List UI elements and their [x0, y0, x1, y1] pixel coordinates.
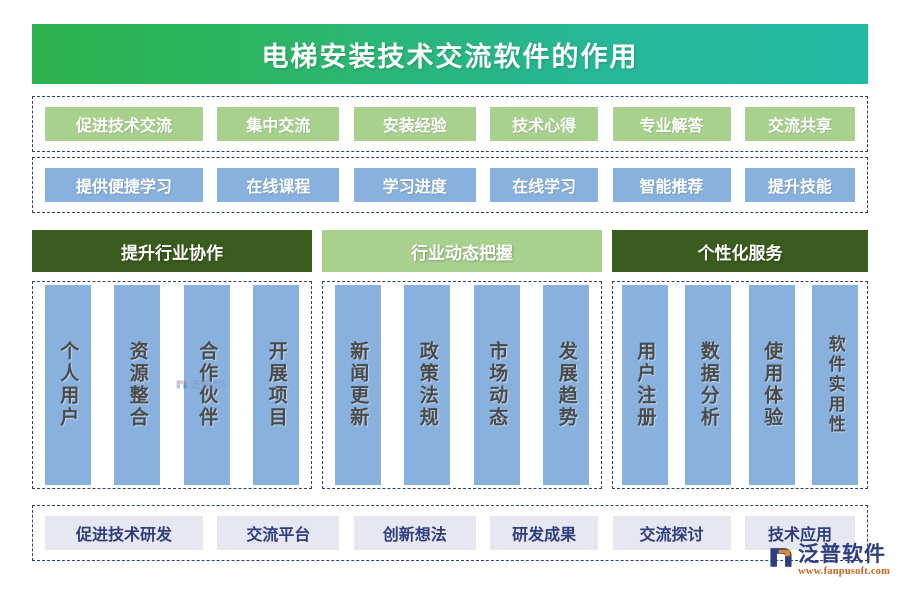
- pill-row2-1[interactable]: 提供便捷学习: [45, 168, 203, 202]
- pill-row1-1[interactable]: 促进技术交流: [45, 107, 203, 141]
- vcolumn-label: 个人用户: [57, 341, 79, 429]
- pill-row2-4[interactable]: 在线学习: [490, 168, 599, 202]
- vcolumn-3-3[interactable]: 使用体验: [748, 285, 795, 485]
- pill-bottom-5[interactable]: 交流探讨: [612, 516, 731, 550]
- vcolumn-1-3[interactable]: 合作伙伴: [183, 285, 230, 485]
- vcolumn-1-2[interactable]: 资源整合: [114, 285, 161, 485]
- vcolumn-label: 使用体验: [761, 341, 783, 429]
- vcolumn-3-4[interactable]: 软件实用性: [812, 285, 859, 485]
- vcolumn-2-2[interactable]: 政策法规: [404, 285, 451, 485]
- row-bottom-pill-row: 促进技术研发 交流平台 创新想法 研发成果 交流探讨 技术应用: [45, 513, 855, 553]
- pill-row1-3[interactable]: 安装经验: [353, 107, 476, 141]
- section-header-1[interactable]: 提升行业协作: [32, 230, 312, 272]
- section-header-3[interactable]: 个性化服务: [612, 230, 868, 272]
- brand-logo-icon: [770, 548, 792, 567]
- vcolumn-2-3[interactable]: 市场动态: [473, 285, 520, 485]
- vcolumn-3-2[interactable]: 数据分析: [685, 285, 732, 485]
- page-title: 电梯安装技术交流软件的作用: [261, 41, 639, 72]
- brand-name: 泛普软件: [798, 542, 886, 566]
- vcolumn-label: 市场动态: [486, 341, 508, 429]
- pill-bottom-1[interactable]: 促进技术研发: [45, 516, 203, 550]
- section-header-1-label: 提升行业协作: [121, 243, 223, 263]
- pill-bottom-6[interactable]: 技术应用: [744, 516, 855, 550]
- pill-row1-6[interactable]: 交流共享: [744, 107, 855, 141]
- row2-container: [32, 157, 868, 213]
- pill-row2-3[interactable]: 学习进度: [353, 168, 476, 202]
- section-header-2[interactable]: 行业动态把握: [322, 230, 602, 272]
- section-1-columns: 个人用户 资源整合 合作伙伴 开展项目: [32, 281, 312, 489]
- row-bottom-container: [32, 505, 868, 561]
- pill-row1-5[interactable]: 专业解答: [612, 107, 731, 141]
- pill-row2-2[interactable]: 在线课程: [217, 168, 340, 202]
- vcolumn-1-4[interactable]: 开展项目: [253, 285, 300, 485]
- pill-bottom-4[interactable]: 研发成果: [490, 516, 599, 550]
- vcolumn-label: 新闻更新: [347, 341, 369, 429]
- section-2-columns: 新闻更新 政策法规 市场动态 发展趋势: [322, 281, 602, 489]
- vcolumn-label: 用户注册: [634, 341, 656, 429]
- pill-row1-4[interactable]: 技术心得: [490, 107, 599, 141]
- vcolumn-2-4[interactable]: 发展趋势: [543, 285, 590, 485]
- row1-pill-row: 促进技术交流 集中交流 安装经验 技术心得 专业解答 交流共享: [45, 104, 855, 144]
- row1-container: [32, 96, 868, 152]
- brand-logo-text: 泛普软件 www.fanpusoft.com: [798, 543, 890, 577]
- page-title-bar: 电梯安装技术交流软件的作用: [32, 24, 868, 84]
- section-header-2-label: 行业动态把握: [411, 243, 513, 263]
- pill-bottom-3[interactable]: 创新想法: [353, 516, 476, 550]
- pill-row1-2[interactable]: 集中交流: [217, 107, 340, 141]
- vcolumn-label: 开展项目: [265, 341, 287, 429]
- pill-row2-5[interactable]: 智能推荐: [612, 168, 731, 202]
- vcolumn-3-1[interactable]: 用户注册: [621, 285, 668, 485]
- vcolumn-label: 发展趋势: [555, 341, 577, 429]
- section-3-columns: 用户注册 数据分析 使用体验 软件实用性: [612, 281, 868, 489]
- vcolumn-label: 软件实用性: [825, 335, 845, 435]
- vcolumn-2-1[interactable]: 新闻更新: [334, 285, 381, 485]
- vcolumn-1-1[interactable]: 个人用户: [44, 285, 91, 485]
- vcolumn-label: 政策法规: [416, 341, 438, 429]
- vcolumn-label: 合作伙伴: [196, 341, 218, 429]
- row2-pill-row: 提供便捷学习 在线课程 学习进度 在线学习 智能推荐 提升技能: [45, 165, 855, 205]
- section-header-3-label: 个性化服务: [697, 243, 783, 263]
- brand-logo[interactable]: 泛普软件 www.fanpusoft.com: [768, 543, 890, 577]
- vcolumn-label: 资源整合: [126, 341, 148, 429]
- pill-bottom-2[interactable]: 交流平台: [217, 516, 340, 550]
- pill-row2-6[interactable]: 提升技能: [744, 168, 855, 202]
- brand-url: www.fanpusoft.com: [798, 566, 891, 578]
- vcolumn-label: 数据分析: [697, 341, 719, 429]
